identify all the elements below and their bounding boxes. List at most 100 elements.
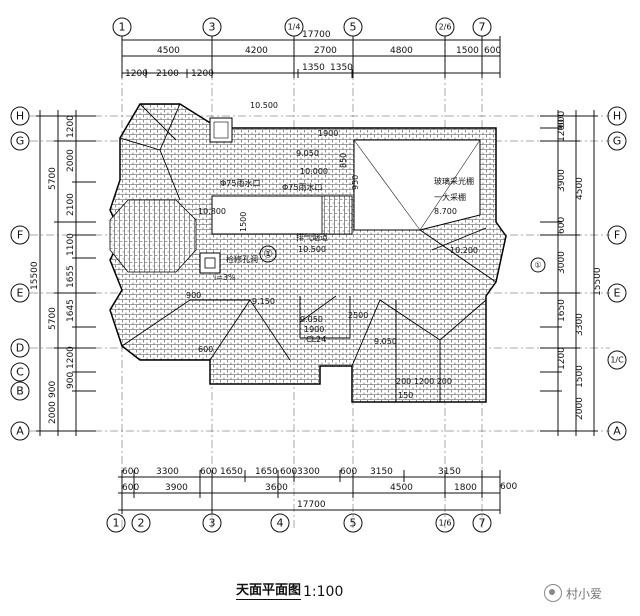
rain-drain-2: Φ75雨水口: [282, 182, 322, 192]
detail-circle-2: [530, 257, 546, 273]
top-axis-bubbles: 1 3 1/4 5 2/6 7: [112, 17, 492, 37]
bottom-dim-2: 3300: [156, 467, 179, 477]
detail-circle-1: [259, 245, 277, 263]
elev-9150: 9.150: [252, 297, 275, 306]
drawing-title: 天面平面图: [236, 579, 302, 600]
cl24-label: CL24: [306, 335, 326, 344]
bottom-dim-5: 1650: [255, 467, 278, 477]
bottom-axis-1: 1: [113, 517, 120, 530]
left-axis-C: C: [16, 366, 24, 379]
dim-1500: 1500: [239, 212, 248, 232]
right-dim-8: 1200: [557, 347, 567, 370]
right-dim-10: 2000: [575, 397, 585, 420]
bottom-dim-2-2: 3900: [165, 483, 188, 493]
top-sub-dim-5: 1350: [330, 63, 353, 73]
detail-circle-1-label: ①: [263, 248, 273, 261]
slope-label: i=3%: [214, 273, 236, 282]
left-axis-E: E: [17, 287, 24, 300]
left-axis-A: A: [16, 425, 24, 438]
top-overall-dim: 17700: [302, 30, 331, 40]
bottom-axis-bubbles: 1 2 3 4 5 1/6 7: [106, 513, 492, 533]
right-dim-5: 3000: [557, 251, 567, 274]
detail-circle-2-label: ①: [534, 261, 541, 270]
bottom-dim-7: 3300: [297, 467, 320, 477]
left-dim-8: 900: [66, 372, 76, 389]
dim-200-1200-200: 200 1200 200: [396, 377, 452, 386]
bottom-dim-2-1: 600: [122, 483, 139, 493]
left-dim-1: 1200: [66, 115, 76, 138]
right-axis-1-C: 1/C: [610, 356, 624, 365]
right-dim-6: 1650: [557, 299, 567, 322]
left-dim-3: 2100: [66, 193, 76, 216]
left-dimensions: 15500 5700 5700 1200 2000 2100 1100 1655…: [30, 110, 96, 436]
right-dim-2: 1200: [557, 119, 567, 142]
top-dim-5: 1500: [456, 46, 479, 56]
top-dim-6: 600: [484, 46, 501, 56]
right-dim-4: 600: [557, 217, 567, 234]
bottom-dim-1: 600: [122, 467, 139, 477]
top-dim-2: 4200: [245, 46, 268, 56]
left-axis-H: H: [16, 110, 24, 123]
bottom-axis-4: 4: [277, 517, 284, 530]
top-sub-dim-3: 1200: [191, 69, 214, 79]
exhaust-flue: 排气烟道: [296, 232, 328, 242]
watermark: 村小爱: [544, 584, 602, 602]
bottom-dim-3: 600: [200, 467, 217, 477]
left-dim-6: 1645: [66, 299, 76, 322]
top-axis-7: 7: [479, 21, 486, 34]
top-dim-1: 4500: [157, 46, 180, 56]
dim-1900-b: 1900: [304, 325, 324, 334]
bottom-dim-2-4: 4500: [390, 483, 413, 493]
top-sub-dim-4: 1350: [302, 63, 325, 73]
roof-outline: [109, 103, 507, 403]
right-axis-F: F: [614, 229, 620, 242]
elev-10500-mid: 10.500: [298, 245, 326, 254]
elev-10500-top: 10.500: [250, 101, 278, 110]
bottom-axis-1-6: 1/6: [439, 519, 452, 528]
right-axis-bubbles: H G F E 1/C A: [607, 106, 627, 441]
bottom-dim-8: 600: [340, 467, 357, 477]
elev-9050-c: 9.050: [374, 337, 397, 346]
left-dim-7: 1200: [66, 346, 76, 369]
right-dim-3: 3900: [557, 169, 567, 192]
bottom-axis-5: 5: [350, 517, 357, 530]
bottom-axis-7: 7: [479, 517, 486, 530]
left-dim-2-1: 5700: [48, 167, 58, 190]
top-axis-1-4: 1/4: [288, 23, 301, 32]
bottom-dim-4: 1650: [220, 467, 243, 477]
glass-canopy-label: 玻璃采光棚: [434, 176, 474, 186]
inspection-hole: 检修孔洞: [226, 254, 258, 264]
top-axis-3: 3: [209, 21, 216, 34]
right-dimensions: 600 1200 3900 600 3000 1650 3300 1200 15…: [540, 110, 603, 436]
right-axis-H: H: [613, 110, 621, 123]
right-dim-1: 600: [557, 111, 567, 128]
dim-1900: 1900: [318, 129, 338, 138]
right-axis-A: A: [613, 425, 621, 438]
glass-canopy-sub: 一大采棚: [434, 192, 466, 202]
left-axis-bubbles: H G F E D C B A: [10, 106, 30, 441]
drawing-title-block: 天面平面图 1:100: [236, 580, 343, 600]
bottom-axis-2: 2: [138, 517, 145, 530]
left-axis-D: D: [16, 342, 24, 355]
dim-900: 900: [186, 291, 201, 300]
right-dim-9: 1500: [575, 365, 585, 388]
dim-600: 600: [198, 345, 213, 354]
bottom-dim-2-6: 600: [500, 482, 517, 492]
elev-10800: 10.800: [198, 207, 226, 216]
wechat-logo-icon: [544, 584, 562, 602]
bottom-axis-3: 3: [209, 517, 216, 530]
left-axis-B: B: [16, 385, 24, 398]
top-axis-1: 1: [119, 21, 126, 34]
bottom-dim-2-5: 1800: [454, 483, 477, 493]
top-axis-2-6: 2/6: [439, 23, 452, 32]
drawing-scale: 1:100: [303, 584, 344, 600]
left-dim-10: 2000: [48, 401, 58, 424]
bottom-dimensions: 600 3300 600 1650 1650 600 3300 600 3150…: [118, 467, 517, 514]
left-dim-9: 900: [48, 381, 58, 398]
bottom-overall-dim: 17700: [297, 500, 326, 510]
rain-drain-1: Φ75雨水口: [220, 178, 260, 188]
left-axis-G: G: [16, 135, 25, 148]
right-overall-dim: 15500: [593, 267, 603, 296]
elev-9050-a: 9.050: [296, 149, 319, 158]
